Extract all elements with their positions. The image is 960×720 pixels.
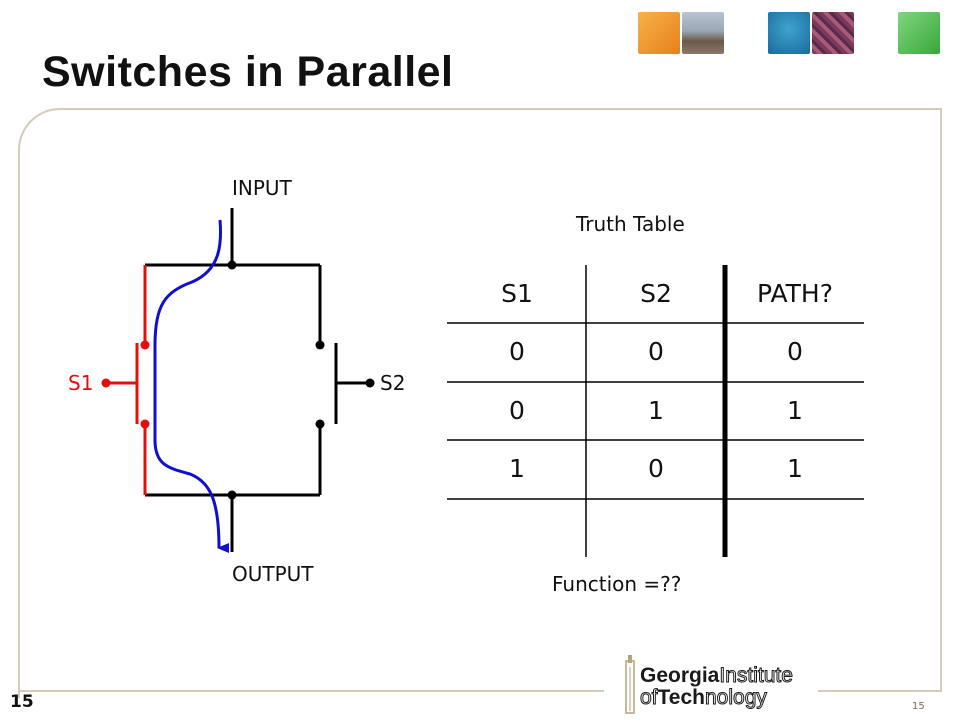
row-2-s1: 0 (509, 396, 525, 425)
tech-tower-icon (625, 655, 635, 714)
row-1-s1: 0 (509, 337, 525, 366)
s1-upper-contact-dot (140, 340, 150, 350)
input-label: INPUT (232, 176, 292, 200)
header-thumb-green (898, 12, 940, 54)
s2-upper-contact-dot (315, 340, 325, 350)
output-junction-dot (227, 490, 237, 500)
row-2-path: 1 (787, 396, 803, 425)
slide-number-small: 15 (912, 701, 925, 712)
header-path: PATH? (757, 279, 833, 308)
row-3-s2: 0 (648, 454, 664, 483)
content-frame-right-edge (940, 108, 942, 690)
header-s2: S2 (640, 279, 672, 308)
row-3-s1: 1 (509, 454, 525, 483)
header-thumb-orange (638, 12, 680, 54)
s2-label: S2 (380, 371, 406, 395)
s1-lower-contact-dot (140, 419, 150, 429)
logo-wordmark: GeorgiaInstitute ofTechnology (640, 664, 794, 709)
s1-actuator-dot (101, 378, 111, 388)
header-thumb-photo-chip (812, 12, 854, 54)
truth-table-title: Truth Table (576, 212, 685, 236)
content-frame-bottom-edge (18, 690, 942, 692)
georgia-tech-logo: GeorgiaInstitute ofTechnology (604, 655, 818, 717)
input-junction-dot (227, 260, 237, 270)
slide-title: Switches in Parallel (42, 48, 454, 96)
content-frame (18, 108, 942, 698)
function-question: Function =?? (552, 572, 682, 596)
header-thumb-photo-campus (682, 12, 724, 54)
row-3-path: 1 (787, 454, 803, 483)
row-1-s2: 0 (648, 337, 664, 366)
row-1-path: 0 (787, 337, 803, 366)
logo-line-2: ofTechnology (640, 686, 768, 709)
row-2-s2: 1 (648, 396, 664, 425)
output-label: OUTPUT (232, 562, 314, 586)
logo-line-1: GeorgiaInstitute (640, 664, 793, 687)
s2-lower-contact-dot (315, 419, 325, 429)
s2-actuator-dot (365, 378, 375, 388)
header-s1: S1 (501, 279, 533, 308)
slide-number: 15 (10, 692, 34, 712)
s1-label: S1 (68, 371, 94, 395)
current-path-arrow (153, 219, 230, 553)
header-thumb-teal (768, 12, 810, 54)
